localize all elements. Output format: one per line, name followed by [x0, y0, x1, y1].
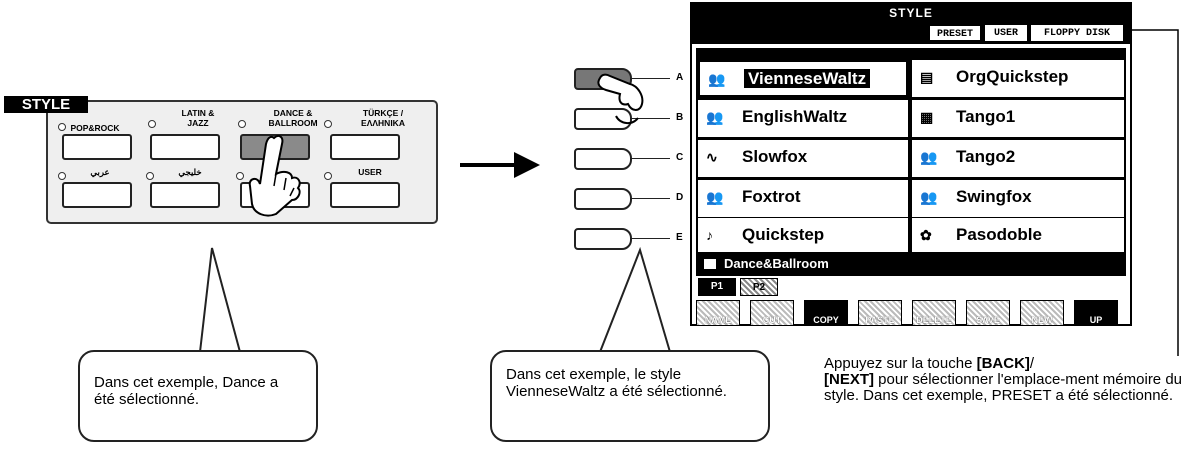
category-button-turkce[interactable]: [330, 134, 400, 160]
button-line: [632, 198, 670, 199]
side-button-label: D: [676, 192, 684, 203]
led-icon: [148, 120, 156, 128]
category-label: POP&ROCK: [70, 123, 120, 133]
dancers-icon: 👥: [708, 71, 726, 87]
tab-user[interactable]: USER: [984, 24, 1028, 42]
dancers-icon: 👥: [920, 149, 938, 165]
side-button-label: B: [676, 112, 684, 123]
style-item[interactable]: ▤OrgQuickstep: [912, 60, 1124, 97]
led-icon: [324, 120, 332, 128]
category-user: USER: [358, 167, 382, 177]
style-item[interactable]: ▦Tango1: [912, 100, 1124, 137]
style-item[interactable]: 👥EnglishWaltz: [698, 100, 908, 137]
page-tab-p1[interactable]: P1: [698, 278, 736, 296]
button-line: [632, 118, 670, 119]
organ-icon: ▤: [920, 69, 934, 85]
style-item[interactable]: ✿Pasodoble: [912, 218, 1124, 255]
folder-label: Dance&Ballroom: [724, 256, 829, 271]
function-paste-button[interactable]: PASTE: [858, 300, 902, 326]
category-button-latin-jazz[interactable]: [150, 134, 220, 160]
pointing-hand-icon: [248, 135, 301, 217]
dancers-icon: 👥: [920, 189, 938, 205]
category-button-pop-rock[interactable]: [62, 134, 132, 160]
function-up-button[interactable]: UP: [1074, 300, 1118, 326]
callout-middle: Dans cet exemple, le style VienneseWaltz…: [490, 350, 770, 442]
wave-icon: ∿: [706, 149, 718, 165]
page-tab-p2[interactable]: P2: [740, 278, 778, 296]
category-arabic: عربي: [90, 167, 110, 177]
led-icon: [238, 120, 246, 128]
category-dance-ballroom: DANCE & BALLROOM: [268, 108, 318, 128]
style-item[interactable]: ♪Quickstep: [698, 218, 908, 255]
led-icon: [146, 172, 154, 180]
side-button-e[interactable]: [574, 228, 632, 250]
folder-path: Dance&Ballroom: [696, 252, 1126, 276]
pointing-hand-icon: [597, 73, 644, 124]
led-icon: [58, 172, 66, 180]
dancers-icon: 👥: [706, 109, 724, 125]
style-panel-title: STYLE: [4, 96, 88, 113]
lcd-title: STYLE: [889, 6, 933, 20]
style-item[interactable]: 👥VienneseWaltz: [698, 60, 908, 97]
button-line: [632, 158, 670, 159]
tab-preset[interactable]: PRESET: [928, 24, 982, 42]
category-khaleeji: خليجي: [178, 167, 202, 177]
button-line: [632, 78, 670, 79]
instruction-note: Appuyez sur la touche [BACK]/[NEXT] pour…: [824, 355, 1183, 404]
tab-floppy-disk[interactable]: FLOPPY DISK: [1030, 24, 1124, 42]
category-pop-rock: POP&ROCK: [58, 118, 148, 136]
category-turkce: TÜRKÇE / ΕΛΛΗΝΙΚΑ: [361, 108, 405, 128]
callout-left: Dans cet exemple, Dance a été sélectionn…: [78, 350, 318, 442]
style-item[interactable]: 👥Tango2: [912, 140, 1124, 177]
led-icon: [324, 172, 332, 180]
function-copy-button[interactable]: COPY: [804, 300, 848, 326]
function-new-button[interactable]: NEW: [1020, 300, 1064, 326]
style-item[interactable]: ∿Slowfox: [698, 140, 908, 177]
side-button-c[interactable]: [574, 148, 632, 170]
category-button-khaleeji[interactable]: [150, 182, 220, 208]
function-delete-button[interactable]: DELETE: [912, 300, 956, 326]
category-button-arabic[interactable]: [62, 182, 132, 208]
style-item[interactable]: 👥Foxtrot: [698, 180, 908, 217]
category-button-user[interactable]: [330, 182, 400, 208]
side-button-label: C: [676, 152, 684, 163]
led-icon: [58, 123, 66, 131]
music-dancer-icon: ♪: [706, 227, 713, 243]
flamenco-icon: ✿: [920, 227, 932, 243]
led-icon: [236, 172, 244, 180]
dancers-icon: 👥: [706, 189, 724, 205]
function-name-button[interactable]: NAME: [696, 300, 740, 326]
side-button-d[interactable]: [574, 188, 632, 210]
function-save-button[interactable]: SAVE: [966, 300, 1010, 326]
side-button-label: A: [676, 72, 684, 83]
button-line: [632, 238, 670, 239]
side-button-b[interactable]: [574, 108, 632, 130]
function-cut-button[interactable]: CUT: [750, 300, 794, 326]
keyboard-icon: ▦: [920, 109, 934, 125]
style-item[interactable]: 👥Swingfox: [912, 180, 1124, 217]
category-latin-jazz: LATIN & JAZZ: [181, 108, 215, 128]
folder-icon: [704, 259, 716, 269]
side-button-label: E: [676, 232, 683, 243]
